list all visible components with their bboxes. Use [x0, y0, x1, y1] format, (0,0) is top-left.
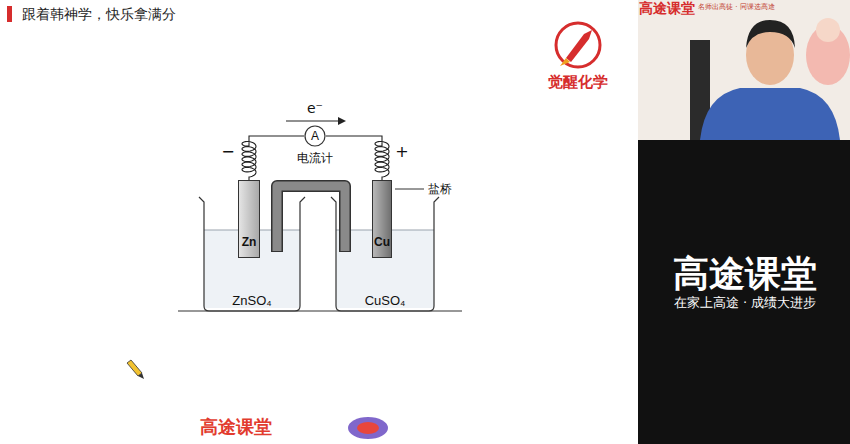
ammeter: A电流计	[304, 125, 326, 147]
webcam-backdrop	[638, 0, 850, 140]
salt-bridge	[277, 186, 345, 251]
part-name: 盐桥	[428, 182, 452, 196]
brand-slogan: 名师出高徒 · 同课选高途	[698, 3, 775, 11]
electron-label: e⁻	[307, 100, 323, 117]
brand-logo: 高途课堂	[639, 0, 695, 16]
ammeter-name: 电流计	[297, 150, 333, 167]
mascot	[816, 18, 840, 42]
salt-bridge	[277, 186, 345, 252]
brand-watermark: 高途课堂	[200, 416, 272, 438]
polarity-sign: −	[221, 142, 234, 161]
brand-slogan: 在家上高途 · 成绩大进步	[674, 295, 816, 311]
logo-rocket	[566, 30, 592, 62]
person-shirt	[700, 88, 840, 140]
brand-panel	[638, 140, 850, 444]
arrow-head	[338, 117, 346, 125]
electrode: Zn	[238, 180, 260, 258]
wire	[242, 136, 304, 180]
leader-line	[395, 189, 424, 190]
electron-label: e⁻	[307, 100, 323, 116]
ammeter-circle	[305, 126, 325, 146]
wire	[326, 136, 389, 180]
event-logo	[357, 422, 379, 434]
beaker: ZnSO₄ Zn	[198, 197, 306, 311]
electrode: Cu	[372, 180, 392, 258]
brand-logo: 高途课堂	[639, 0, 695, 16]
logo-ring	[556, 23, 600, 67]
logo-flame	[560, 58, 570, 66]
logo-name: 觉醒化学	[548, 73, 608, 91]
person-hair	[746, 20, 795, 48]
polarity-sign: −	[221, 142, 234, 161]
brand-watermark: 高途课堂	[200, 416, 272, 437]
brand-slogan: 名师出高徒 · 同课选高途	[698, 3, 775, 11]
logo-name: 觉醒化学	[548, 73, 608, 91]
header-bar	[7, 6, 12, 22]
polarity-sign: +	[395, 142, 408, 161]
electrode-label: Zn	[242, 235, 257, 249]
event-logo	[348, 417, 388, 439]
polarity-sign: +	[395, 142, 408, 161]
brand-slogan: 在家上高途 · 成绩大进步	[674, 295, 816, 310]
header-slogan: 跟着韩神学，快乐拿满分	[22, 6, 176, 22]
electrode-label: Cu	[374, 235, 390, 249]
electron-arrow	[286, 120, 340, 121]
header-slogan: 跟着韩神学，快乐拿满分	[22, 6, 176, 23]
part-name: 盐桥	[428, 182, 452, 196]
solution-label: ZnSO₄	[198, 293, 306, 308]
ammeter-symbol: A	[311, 129, 319, 143]
beaker: CuSO₄ Cu	[330, 197, 440, 311]
pencil-tip	[138, 373, 144, 379]
brand-name: 高途课堂	[673, 253, 817, 294]
brand-name: 高途课堂	[673, 252, 817, 295]
solution-label: CuSO₄	[330, 293, 440, 308]
pencil-cursor	[127, 360, 142, 376]
